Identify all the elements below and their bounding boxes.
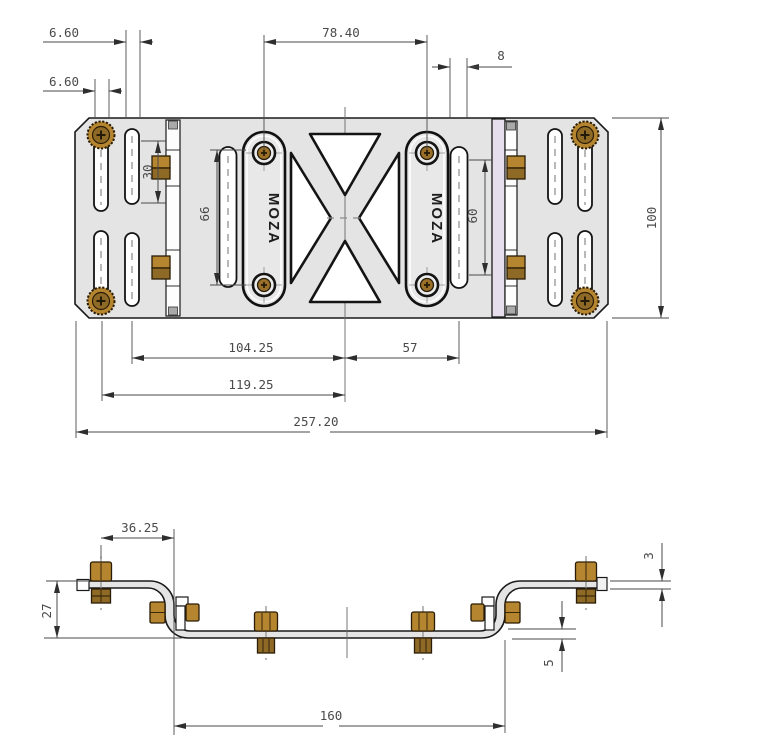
dim-center-to-left-slot: 104.25 xyxy=(131,321,345,364)
front-view: 36.25 27 3 5 160 xyxy=(39,520,671,735)
corner-screw-icon xyxy=(570,120,600,150)
dim-side-slot-width: 8 xyxy=(432,48,512,118)
rail-screw-icon xyxy=(409,267,445,303)
brand-label: MOZA xyxy=(428,193,445,245)
web-bolt-icon xyxy=(253,611,279,654)
svg-text:36.25: 36.25 xyxy=(121,520,159,535)
dim-inner-slot-width: 6.60 xyxy=(43,25,153,117)
long-slot-left xyxy=(218,146,238,288)
svg-text:6.60: 6.60 xyxy=(49,25,79,40)
nut-icon xyxy=(506,255,526,280)
right-rail-strip xyxy=(504,120,518,316)
x-brace-cutouts xyxy=(289,132,401,304)
svg-text:5: 5 xyxy=(541,659,556,667)
bolt-icon xyxy=(89,561,113,604)
rail-screw-icon xyxy=(246,135,282,171)
dim-overall-height: 27 xyxy=(39,580,182,639)
svg-text:3: 3 xyxy=(641,552,656,560)
left-end-clip xyxy=(76,578,90,592)
web-bolt-icon xyxy=(410,611,436,654)
dim-outer-slot-width: 6.60 xyxy=(43,74,122,117)
svg-text:160: 160 xyxy=(320,708,343,723)
dim-overall-length: 257.20 xyxy=(75,321,608,438)
dim-base-span: 160 xyxy=(174,640,506,733)
svg-text:66: 66 xyxy=(197,206,212,221)
moza-rail-right: MOZA xyxy=(404,130,450,308)
corner-screw-icon xyxy=(86,286,116,316)
rail-screw-icon xyxy=(246,267,282,303)
dim-short-slot-length: 30 xyxy=(140,140,166,204)
svg-text:8: 8 xyxy=(497,48,505,63)
dim-plate-height: 100 xyxy=(612,117,669,319)
right-riser-strip xyxy=(491,118,506,318)
svg-text:78.40: 78.40 xyxy=(322,25,360,40)
corner-screw-icon xyxy=(86,120,116,150)
dim-web-step: 5 xyxy=(508,601,576,672)
svg-text:57: 57 xyxy=(402,340,417,355)
corner-screw-icon xyxy=(570,286,600,316)
svg-text:257.20: 257.20 xyxy=(293,414,338,429)
long-slot-right xyxy=(449,146,469,289)
svg-text:60: 60 xyxy=(465,208,480,223)
svg-text:6.60: 6.60 xyxy=(49,74,79,89)
dim-rail-hole-spacing: 78.40 xyxy=(263,25,428,150)
bolt-icon xyxy=(574,561,598,604)
dim-bolt-offset: 36.25 xyxy=(100,520,175,735)
nut-icon xyxy=(151,255,171,280)
dim-flange-thickness: 3 xyxy=(610,543,671,627)
left-riser-hardware xyxy=(149,596,200,631)
nut-icon xyxy=(506,155,526,180)
left-rail-strip xyxy=(165,119,181,317)
dim-right-slot-length: 60 xyxy=(465,159,492,276)
dim-left-slot-length: 66 xyxy=(197,149,246,286)
svg-text:119.25: 119.25 xyxy=(228,377,273,392)
nut-icon xyxy=(151,155,171,180)
right-end-tab xyxy=(596,576,608,592)
dim-center-to-right-slot: 57 xyxy=(345,321,460,364)
svg-text:30: 30 xyxy=(140,164,155,179)
brand-label: MOZA xyxy=(265,193,282,245)
svg-text:100: 100 xyxy=(644,207,659,230)
top-view: MOZA MOZA xyxy=(43,25,669,438)
svg-text:27: 27 xyxy=(39,603,54,618)
right-riser-hardware xyxy=(470,596,521,631)
dim-left-span: 119.25 xyxy=(101,321,345,401)
moza-rail-left: MOZA xyxy=(241,130,287,308)
svg-text:104.25: 104.25 xyxy=(228,340,273,355)
